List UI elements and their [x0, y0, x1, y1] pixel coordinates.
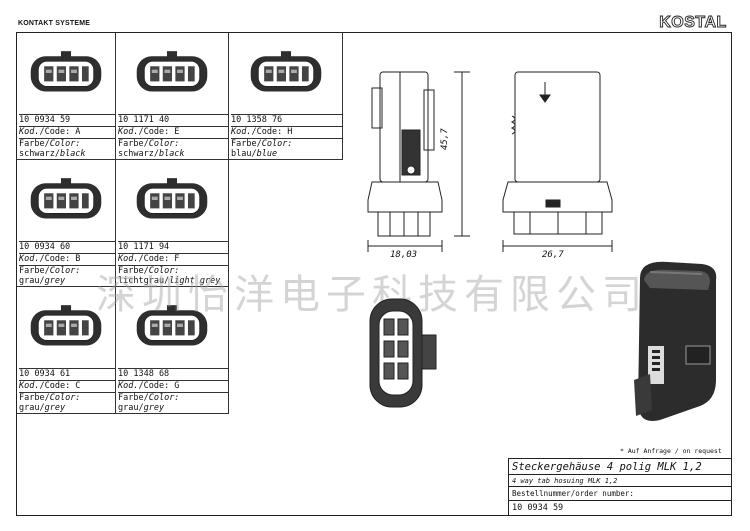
- connector-front-icon: [136, 305, 208, 346]
- connector-image: [17, 160, 115, 240]
- code-label: Kod./Code: H: [231, 126, 342, 138]
- header-company-label: KONTAKT SYSTEME: [18, 20, 91, 27]
- svg-text:KOSTAL: KOSTAL: [659, 14, 727, 30]
- part-number: 10 0934 61: [19, 368, 115, 380]
- dimension-side-width: 18,03: [390, 250, 418, 260]
- color-label: Farbe/Color:blau/blue: [231, 138, 342, 161]
- bottom-view-drawing: [369, 298, 437, 408]
- front-view-drawing: [502, 71, 613, 252]
- code-label: Kod./Code: A: [19, 126, 115, 138]
- part-number: 10 1171 94: [118, 241, 228, 253]
- code-label: Kod./Code: F: [118, 253, 228, 265]
- connector-front-icon: [30, 51, 102, 92]
- part-number: 10 0934 59: [19, 114, 115, 126]
- dimension-height: 45,7: [440, 128, 450, 150]
- title-block: Steckergehäuse 4 polig MLK 1,2 4 way tab…: [508, 458, 732, 516]
- dimension-front-width: 26,7: [542, 250, 564, 260]
- order-number-value: 10 0934 59: [509, 500, 732, 514]
- connector-front-icon: [250, 51, 321, 92]
- connector-front-icon: [136, 178, 208, 219]
- color-label: Farbe/Color:schwarz/black: [118, 138, 228, 161]
- part-number: 10 1348 68: [118, 368, 228, 380]
- part-number: 10 0934 60: [19, 241, 115, 253]
- connector-front-icon: [30, 305, 102, 346]
- side-view-drawing: [367, 71, 443, 252]
- title-block-subtitle: 4 way tab hosuing MLK 1,2: [509, 475, 732, 487]
- connector-front-icon: [30, 178, 102, 219]
- kostal-logo: KOSTAL: [652, 12, 734, 30]
- code-label: Kod./Code: E: [118, 126, 228, 138]
- request-note: * Auf Anfrage / on request: [620, 447, 722, 455]
- connector-3d-image: [634, 261, 717, 422]
- connector-image: [116, 160, 228, 240]
- connector-image: [17, 287, 115, 367]
- connector-image: [17, 33, 115, 113]
- title-block-title: Steckergehäuse 4 polig MLK 1,2: [509, 459, 732, 475]
- color-label: Farbe/Color:grau/grey: [19, 392, 115, 415]
- part-number: 10 1171 40: [118, 114, 228, 126]
- height-dimension-line: [454, 71, 470, 237]
- color-label: Farbe/Color:lichtgrau/light grey: [118, 265, 228, 288]
- order-number-label: Bestellnummer/order number:: [512, 489, 634, 498]
- connector-image: [229, 33, 342, 113]
- color-label: Farbe/Color:grau/grey: [118, 392, 228, 415]
- code-label: Kod./Code: C: [19, 380, 115, 392]
- connector-front-icon: [136, 51, 208, 92]
- color-label: Farbe/Color:grau/grey: [19, 265, 115, 288]
- connector-image: [116, 33, 228, 113]
- part-number: 10 1358 76: [231, 114, 342, 126]
- drawing-frame: [16, 32, 732, 516]
- code-label: Kod./Code: B: [19, 253, 115, 265]
- connector-image: [116, 287, 228, 367]
- code-label: Kod./Code: G: [118, 380, 228, 392]
- color-label: Farbe/Color:schwarz/black: [19, 138, 115, 161]
